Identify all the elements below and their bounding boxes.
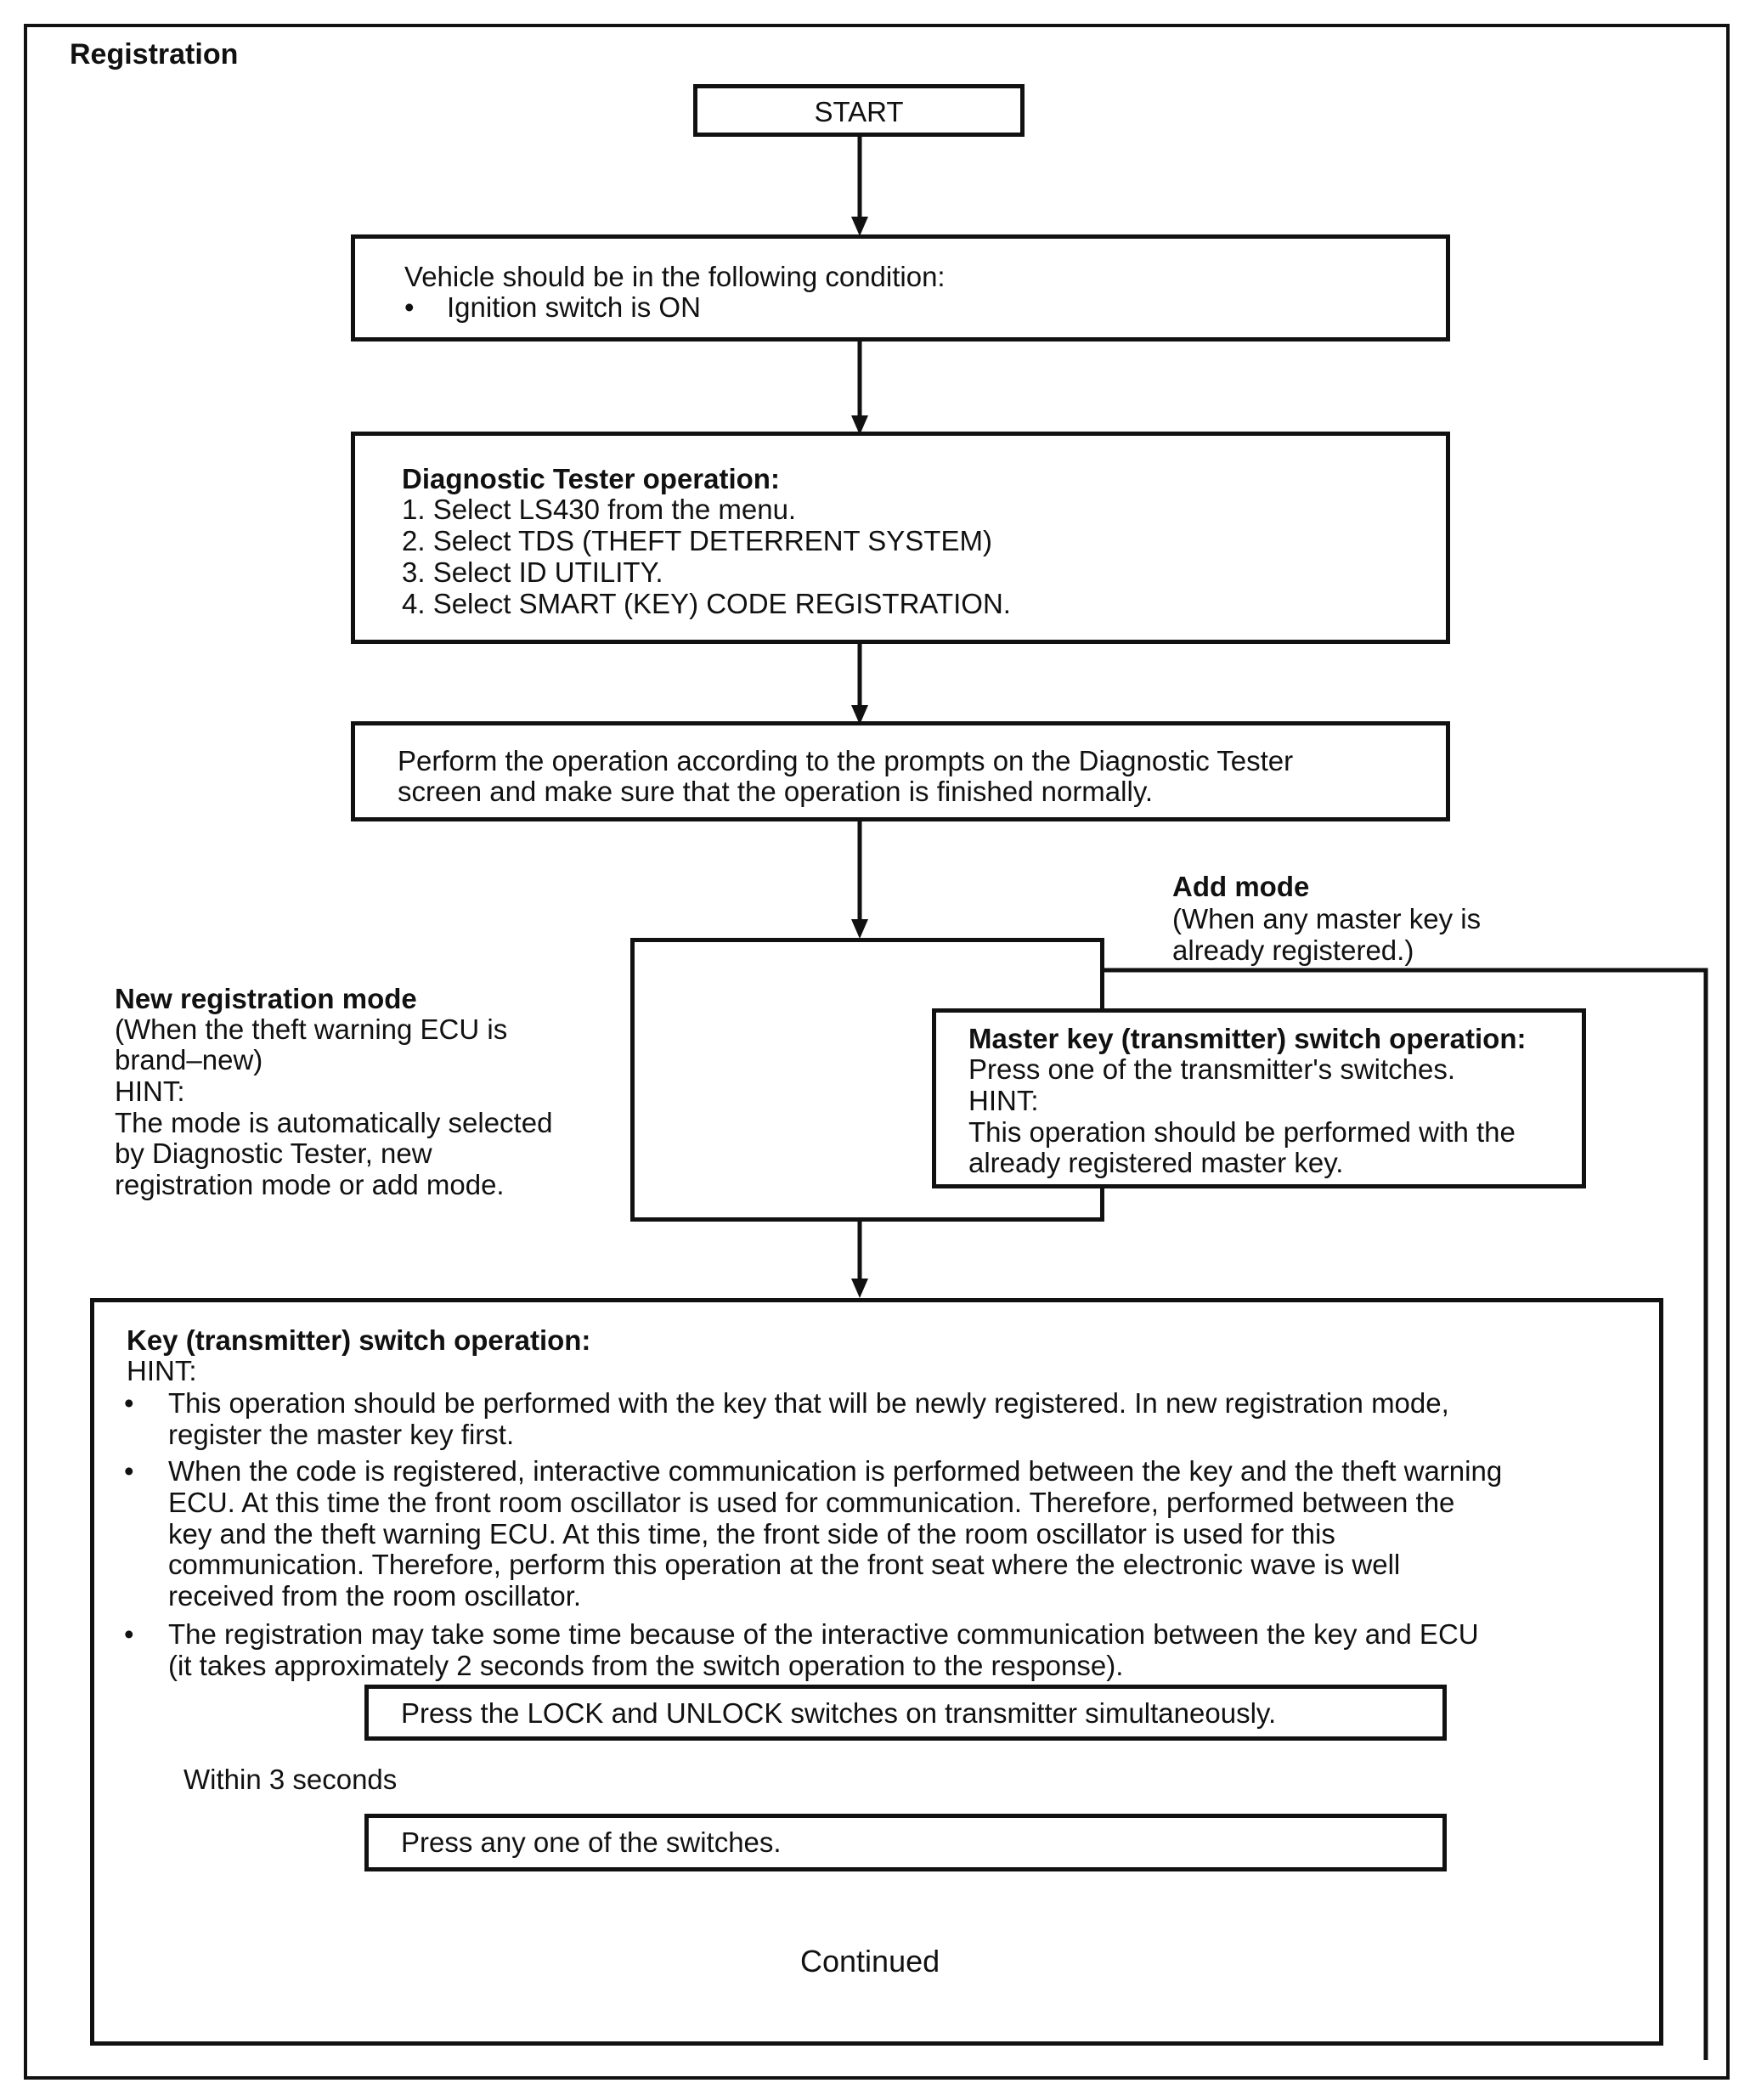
tester-step: 1. Select LS430 from the menu. [402,494,797,525]
master-hint-2: already registered master key. [968,1147,1344,1178]
tester-step: 3. Select ID UTILITY. [402,556,663,588]
bullet-3-line-2: (it takes approximately 2 seconds from t… [168,1650,1124,1681]
bullet-marker: • [124,1387,134,1419]
add-mode-loop-line [1104,968,1708,2060]
new-mode-line-2: brand–new) [115,1044,263,1075]
perform-line-2: screen and make sure that the operation … [398,776,1154,807]
condition-item: Ignition switch is ON [447,291,701,323]
start-label: START [814,96,904,127]
arrowhead [851,1279,868,1298]
condition-bullet: • [404,291,415,323]
perform-box: Perform the operation according to the p… [351,721,1450,821]
key-operation-box: Key (transmitter) switch operation: HINT… [90,1298,1663,2046]
new-mode-hint: HINT: [115,1075,185,1107]
master-line-1: Press one of the transmitter's switches. [968,1053,1456,1085]
step-lock-unlock-box: Press the LOCK and UNLOCK switches on tr… [364,1685,1447,1741]
arrowhead [851,217,868,236]
step-any-switch-box: Press any one of the switches. [364,1814,1447,1871]
new-mode-line-1: (When the theft warning ECU is [115,1013,508,1045]
condition-box: Vehicle should be in the following condi… [351,234,1450,342]
step-lock-unlock-text: Press the LOCK and UNLOCK switches on tr… [401,1697,1277,1729]
arrowhead [851,415,868,435]
bullet-3-line-1: The registration may take some time beca… [168,1618,1479,1650]
master-hint: HINT: [968,1085,1039,1116]
bullet-2-line-4: communication. Therefore, perform this o… [168,1549,1401,1580]
new-mode-hint-2: by Diagnostic Tester, new [115,1138,432,1169]
add-mode-line-2: already registered.) [1172,934,1414,966]
bullet-1-line-2: register the master key first. [168,1419,515,1450]
add-mode-line-1: (When any master key is [1172,903,1482,934]
bullet-2-line-3: key and the theft warning ECU. At this t… [168,1518,1335,1550]
bullet-1-line-1: This operation should be performed with … [168,1387,1449,1419]
master-heading: Master key (transmitter) switch operatio… [968,1023,1527,1054]
tester-step: 2. Select TDS (THEFT DETERRENT SYSTEM) [402,525,992,556]
key-op-hint: HINT: [127,1355,197,1386]
new-mode-hint-3: registration mode or add mode. [115,1169,505,1200]
add-mode-label: Add mode [1172,871,1310,902]
tester-box: Diagnostic Tester operation: 1. Select L… [351,432,1450,644]
within-3-seconds-label: Within 3 seconds [183,1764,398,1795]
bullet-marker: • [124,1455,134,1487]
diagram-frame [24,24,1730,2080]
bullet-2-line-2: ECU. At this time the front room oscilla… [168,1487,1455,1518]
arrowhead [851,705,868,725]
condition-heading: Vehicle should be in the following condi… [404,261,946,292]
new-mode-hint-1: The mode is automatically selected [115,1107,553,1138]
master-key-box: Master key (transmitter) switch operatio… [932,1008,1586,1188]
new-mode-label: New registration mode [115,983,417,1014]
bullet-2-line-1: When the code is registered, interactive… [168,1455,1503,1487]
tester-step: 4. Select SMART (KEY) CODE REGISTRATION. [402,588,1011,619]
arrowhead [851,919,868,939]
perform-line-1: Perform the operation according to the p… [398,745,1294,776]
master-hint-1: This operation should be performed with … [968,1116,1516,1148]
start-node: START [693,84,1025,137]
bullet-marker: • [124,1618,134,1650]
continued-label: Continued [800,1944,940,1979]
bullet-2-line-5: received from the room oscillator. [168,1580,582,1612]
key-op-heading: Key (transmitter) switch operation: [127,1324,591,1356]
step-any-switch-text: Press any one of the switches. [401,1826,782,1858]
tester-heading: Diagnostic Tester operation: [402,463,780,494]
diagram-title: Registration [70,38,239,71]
